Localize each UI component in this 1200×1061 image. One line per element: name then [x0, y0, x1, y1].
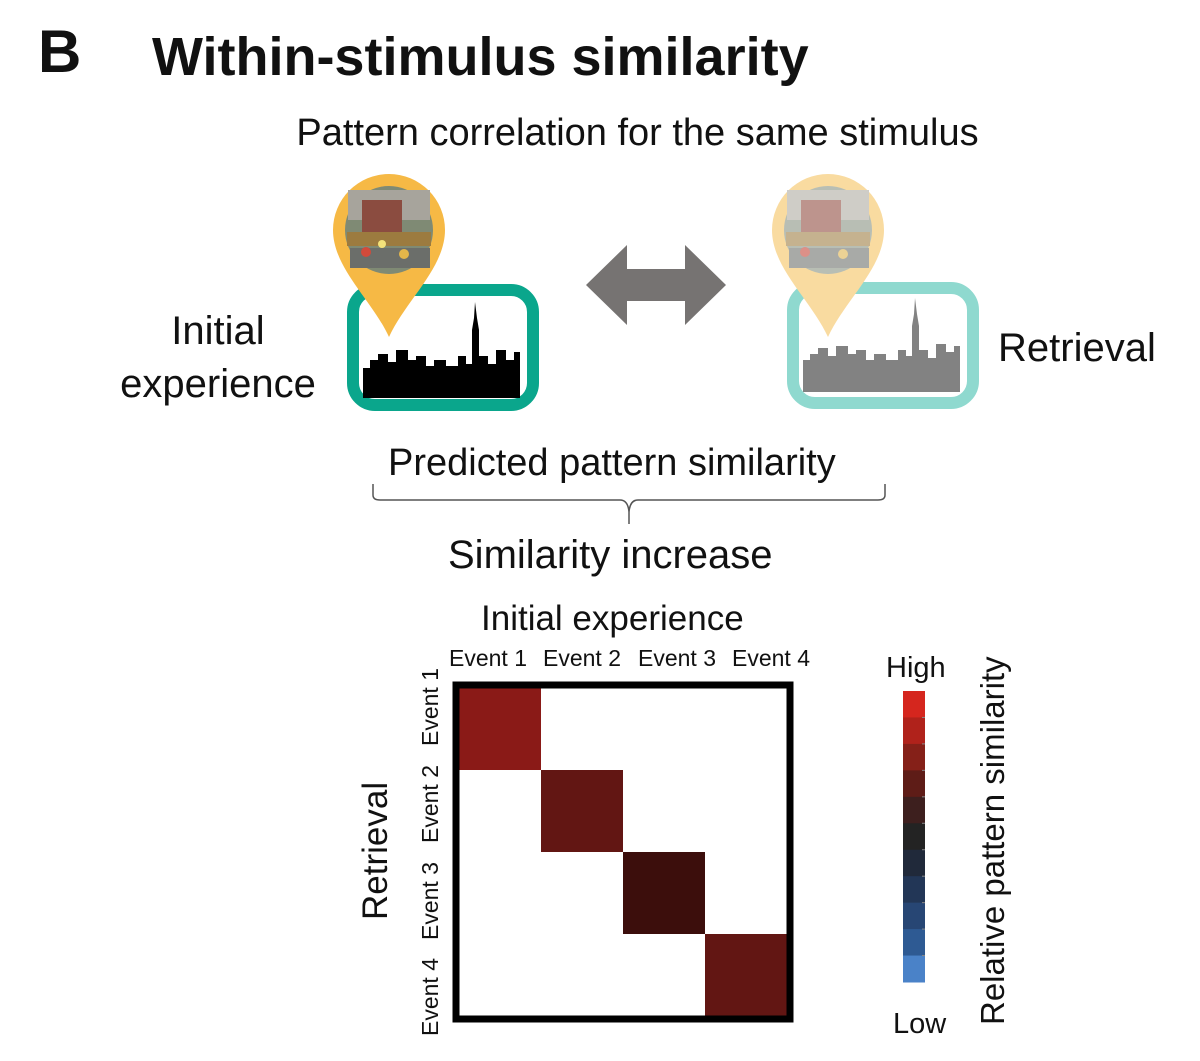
heatmap-cell-r3-c1 — [459, 852, 541, 934]
heatmap-cell-r2-c3 — [623, 770, 705, 852]
heatmap-cell-r4-c2 — [541, 934, 623, 1016]
skyline-retrieval-icon — [803, 298, 960, 392]
colorbar — [903, 691, 925, 983]
predicted-similarity-label: Predicted pattern similarity — [388, 442, 836, 484]
colorbar-high-label: High — [886, 652, 946, 684]
heatmap-cell-r4-c4 — [705, 934, 787, 1016]
similarity-increase-label: Similarity increase — [448, 533, 773, 577]
colorbar-segment-9 — [903, 902, 925, 930]
row-label-event-1: Event 1 — [417, 668, 443, 746]
colorbar-segment-4 — [903, 770, 925, 798]
colorbar-title: Relative pattern similarity — [974, 656, 1011, 1025]
heatmap-cell-r3-c3 — [623, 852, 705, 934]
bracket — [372, 484, 886, 524]
panel-letter: B — [38, 18, 82, 85]
initial-experience-label: Initial experience — [108, 305, 328, 411]
colorbar-low-label: Low — [893, 1008, 947, 1040]
row-label-event-3: Event 3 — [417, 862, 443, 940]
location-pin-retrieval-icon — [772, 174, 884, 337]
double-arrow-icon — [586, 245, 726, 325]
location-pin-initial-icon — [333, 174, 445, 337]
initial-label-line-1: Initial — [171, 309, 265, 353]
heatmap-cell-r4-c3 — [623, 934, 705, 1016]
retrieval-label: Retrieval — [998, 326, 1156, 370]
heatmap-cell-r2-c2 — [541, 770, 623, 852]
colorbar-segment-6 — [903, 823, 925, 851]
column-label-event-1: Event 1 — [449, 645, 527, 671]
heatmap-cell-r1-c2 — [541, 688, 623, 770]
colorbar-segment-11 — [903, 955, 925, 983]
colorbar-segment-2 — [903, 717, 925, 745]
matrix-x-axis-title: Initial experience — [481, 599, 744, 638]
colorbar-segment-5 — [903, 796, 925, 824]
row-label-event-4: Event 4 — [417, 958, 443, 1036]
heatmap-cell-r1-c4 — [705, 688, 787, 770]
heatmap-cell-r4-c1 — [459, 934, 541, 1016]
panel-title: Within-stimulus similarity — [152, 27, 809, 87]
heatmap-border — [452, 681, 794, 1023]
column-label-event-4: Event 4 — [732, 645, 810, 671]
panel-subtitle: Pattern correlation for the same stimulu… — [296, 112, 979, 154]
heatmap-cell-r2-c4 — [705, 770, 787, 852]
colorbar-segment-1 — [903, 691, 925, 718]
heatmap-cell-r2-c1 — [459, 770, 541, 852]
column-label-event-2: Event 2 — [543, 645, 621, 671]
matrix-y-axis-title: Retrieval — [356, 781, 395, 920]
column-label-event-3: Event 3 — [638, 645, 716, 671]
colorbar-segment-8 — [903, 876, 925, 904]
row-label-event-2: Event 2 — [417, 765, 443, 843]
similarity-matrix — [452, 681, 794, 1023]
skyline-initial-icon — [363, 302, 520, 398]
heatmap-cell-r1-c1 — [459, 688, 541, 770]
initial-label-line-2: experience — [120, 361, 316, 406]
colorbar-segment-3 — [903, 743, 925, 771]
colorbar-segment-10 — [903, 929, 925, 957]
heatmap-cell-r1-c3 — [623, 688, 705, 770]
heatmap-cell-r3-c4 — [705, 852, 787, 934]
heatmap-cell-r3-c2 — [541, 852, 623, 934]
colorbar-segment-7 — [903, 849, 925, 877]
